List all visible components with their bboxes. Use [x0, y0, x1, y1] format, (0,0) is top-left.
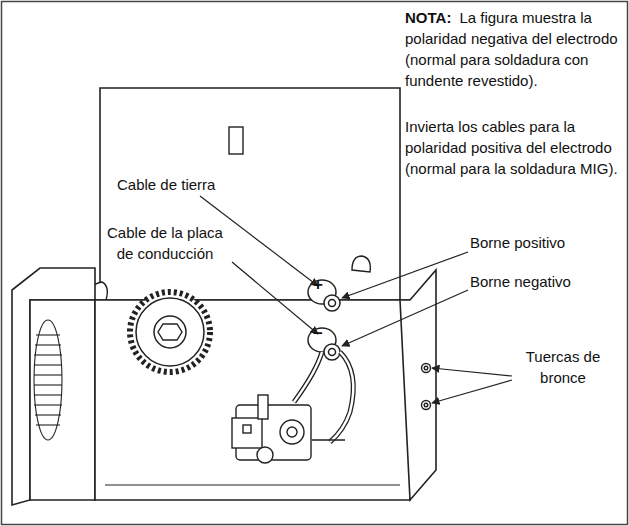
note-block: NOTA:La figura muestra la polaridad nega… — [405, 7, 623, 91]
open-lid — [100, 88, 400, 300]
body-bottom-rail — [105, 484, 400, 485]
wire-drive — [232, 395, 345, 463]
hinge — [352, 256, 370, 272]
note-heading: NOTA: — [405, 9, 451, 26]
polarity-symbol: + — [310, 276, 326, 293]
vent-grille — [34, 320, 62, 440]
part-label: Cable de tierra — [117, 174, 257, 195]
part-label: Cable de la placa de conducción — [100, 222, 230, 264]
part-label: Tuercas de bronce — [513, 346, 613, 388]
wire-spool — [130, 292, 210, 372]
part-label: Borne negativo — [470, 271, 620, 292]
body-top-edge — [12, 268, 95, 505]
note-text: Invierta los cables para la polaridad po… — [405, 116, 623, 179]
brass-nuts — [422, 364, 431, 410]
leader-lines — [200, 196, 512, 403]
polarity-symbol: − — [310, 325, 326, 342]
body-front-face — [30, 300, 95, 500]
lid-slot — [229, 127, 243, 154]
body-right-edge — [400, 270, 436, 500]
part-label: Borne positivo — [470, 232, 620, 253]
